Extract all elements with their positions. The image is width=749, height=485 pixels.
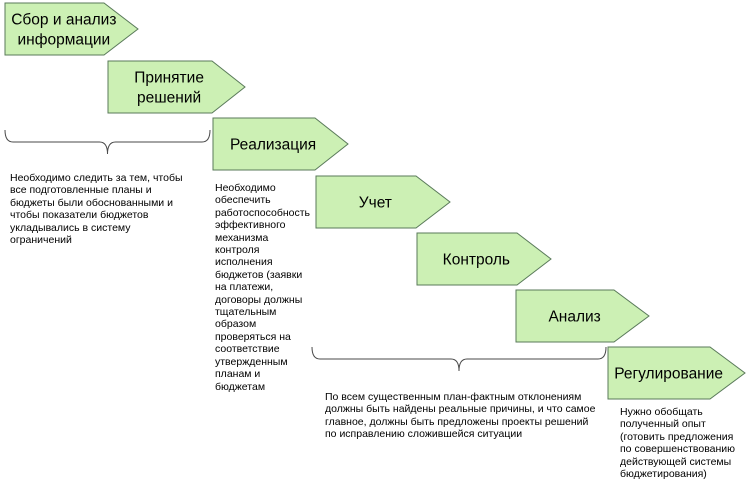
step-regulation-label: Регулирование: [614, 365, 723, 382]
step-regulation-arrow: [607, 346, 746, 400]
step-control-arrow: [416, 232, 552, 286]
regulation-note: Нужно обобщать полученный опыт (готовить…: [620, 406, 736, 481]
step-analysis-label: Анализ: [548, 308, 600, 325]
analysis-note: По всем существенным план-фактным отклон…: [325, 391, 596, 441]
step-accounting-arrow: [315, 175, 451, 229]
step-decision-making-arrow: [107, 60, 246, 114]
step-control-label: Контроль: [443, 251, 510, 268]
step-collect-analyze-info-arrow: [4, 2, 139, 56]
analysis-brace: [311, 346, 607, 372]
implementation-note: Необходимо обеспечить работоспособность …: [215, 182, 310, 393]
step-implementation-label: Реализация: [230, 136, 316, 153]
step-accounting-label: Учет: [359, 194, 392, 211]
planning-note: Необходимо следить за тем, чтобы все под…: [10, 172, 183, 247]
step-implementation-arrow: [212, 117, 349, 171]
planning-brace: [4, 129, 211, 155]
step-analysis-arrow: [515, 289, 650, 343]
braces: [4, 129, 607, 372]
